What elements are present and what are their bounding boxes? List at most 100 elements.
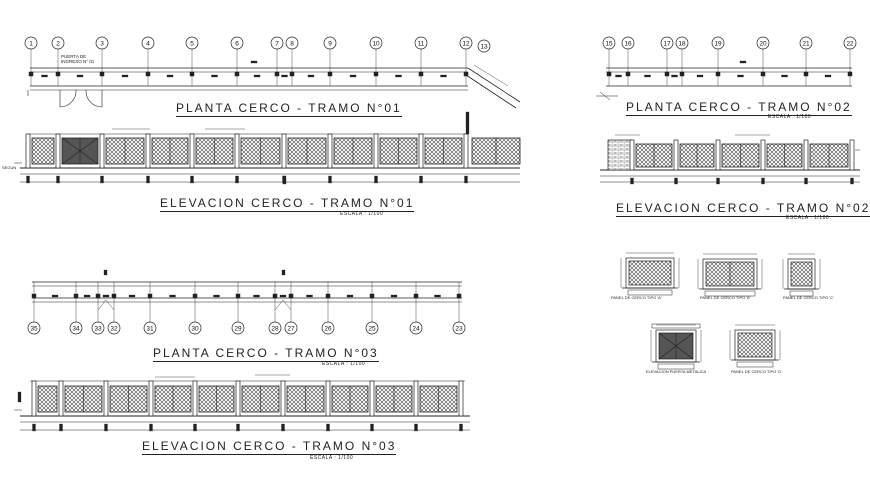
panel-c-mesh (790, 261, 813, 287)
dim-tick (644, 74, 651, 78)
grid-bubble-35-circle (27, 321, 41, 335)
grid-bubble-26: 26 (324, 325, 332, 332)
column-mark (274, 71, 280, 77)
fence-post (148, 380, 154, 417)
gate-swing-left (59, 89, 77, 108)
grid-bubble-29: 29 (234, 325, 242, 332)
angled-axis (473, 64, 509, 87)
column-mark (289, 71, 295, 77)
footing-mark (235, 175, 239, 184)
grid-bubble-22-circle (843, 36, 857, 50)
grid-bubble-18: 18 (678, 40, 686, 47)
grid-bubble-8-circle (285, 36, 299, 50)
dim-tick (781, 74, 788, 78)
footing-mark (59, 423, 63, 432)
grid-split (97, 299, 107, 311)
dim-tick (166, 74, 174, 78)
dim-tick (696, 74, 704, 78)
footing-mark (459, 423, 463, 432)
column-mark (373, 71, 379, 77)
grid-bubble-1-circle (24, 36, 38, 50)
gate-swing-right (85, 89, 103, 108)
footing-mark (328, 175, 332, 184)
grid-bubble-10: 10 (372, 40, 380, 47)
ground-label: SEGUN (2, 165, 17, 170)
grid-bubble-19-circle (711, 36, 725, 50)
side-mark (17, 391, 22, 403)
grid-bubble-3-circle (95, 36, 109, 50)
column-mark (625, 71, 631, 77)
column-mark (325, 293, 331, 299)
fence-post (325, 380, 331, 417)
grid-bubble-30: 30 (191, 325, 199, 332)
dim-tick (615, 74, 622, 78)
angled-wall-bottom (465, 74, 517, 109)
grid-bubble-16-circle (621, 36, 635, 50)
section-mark (599, 91, 611, 101)
panel-a-footing (627, 289, 673, 296)
title-plan-tramo-01: PLANTA CERCO - TRAMO N°01 (176, 101, 402, 117)
dim-tick (390, 294, 398, 298)
footing-mark (100, 175, 104, 184)
dim-tick (250, 60, 258, 64)
grid-bubble-12: 12 (462, 40, 470, 47)
column-mark (147, 293, 153, 299)
label-panel-a: PANEL DE CERCO TIPO 'A' (611, 295, 662, 300)
scale-elevation-tramo-03: ESCALA : 1/100 (310, 455, 354, 461)
dim-tick (213, 294, 220, 298)
footing-mark (281, 423, 285, 432)
dim-tick (279, 294, 287, 298)
title-plan-tramo-03: PLANTA CERCO - TRAMO N°03 (153, 346, 379, 362)
mesh-panel (37, 385, 58, 413)
gate-note-line-1: PUERTA DE (61, 54, 87, 59)
title-elevation-tramo-02: ELEVACION CERCO - TRAMO N°02 (616, 201, 870, 217)
dim-tick (102, 294, 110, 298)
fence-post (58, 380, 64, 417)
grid-bubble-30-circle (188, 321, 202, 335)
footing-mark (26, 175, 30, 184)
panel-c-footing (789, 290, 814, 297)
dim-tick (253, 74, 261, 78)
grid-bubble-22: 22 (846, 40, 854, 47)
dim-tick (128, 294, 136, 298)
column-mark (463, 71, 469, 77)
column-mark (715, 71, 721, 77)
column-mark (192, 293, 198, 299)
footing-mark (236, 423, 240, 432)
footing-mark (32, 423, 36, 432)
dim-tick (41, 74, 48, 78)
column-mark (760, 71, 766, 77)
grid-bubble-32-circle (107, 321, 121, 335)
footing-mark (149, 423, 153, 432)
dim-tick (211, 74, 218, 78)
column-mark (456, 293, 462, 299)
footing-mark (716, 177, 720, 185)
footing-mark (146, 175, 150, 184)
grid-bubble-9-circle (323, 36, 337, 50)
grid-bubble-31-circle (143, 321, 157, 335)
grid-bubble-21-circle (799, 36, 813, 50)
column-mark (327, 71, 333, 77)
column-mark (28, 71, 34, 77)
label-panel-b: PANEL DE CERCO TIPO 'B' (700, 295, 751, 300)
grid-bubble-29-circle (231, 321, 245, 335)
dim-tick (346, 294, 354, 298)
grid-bubble-7: 7 (275, 40, 279, 47)
grid-bubble-1: 1 (29, 40, 33, 47)
footing-mark (630, 177, 634, 185)
dim-tick (121, 74, 129, 78)
grid-bubble-28-circle (268, 321, 282, 335)
column-mark (234, 71, 240, 77)
dim-tick (253, 294, 260, 298)
dim-tick (306, 294, 313, 298)
grid-bubble-13: 13 (480, 43, 488, 50)
footing-mark (850, 177, 854, 185)
grid-bubble-31: 31 (146, 325, 154, 332)
masonry-wall (607, 139, 633, 171)
grid-bubble-25-circle (365, 321, 379, 335)
title-elevation-tramo-01: ELEVACION CERCO - TRAMO N°01 (160, 196, 415, 212)
fence-post (760, 139, 766, 171)
